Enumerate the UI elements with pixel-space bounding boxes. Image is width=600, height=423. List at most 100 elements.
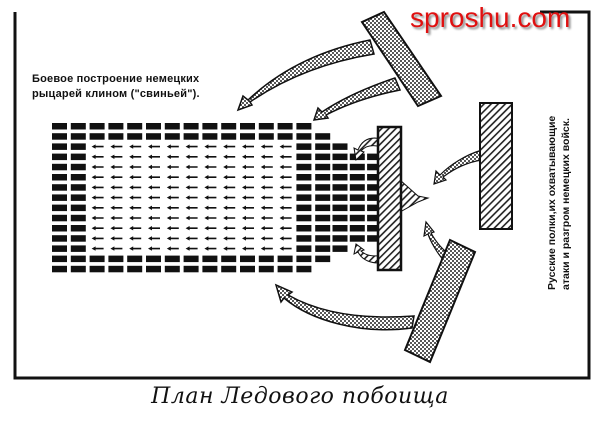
infantry-marker — [110, 205, 123, 210]
infantry-marker — [260, 215, 273, 221]
infantry-marker — [91, 144, 104, 149]
infantry-marker — [223, 215, 236, 221]
infantry-marker — [223, 185, 236, 190]
knight-block — [202, 255, 218, 263]
knight-block — [349, 184, 365, 191]
knight-block — [89, 255, 105, 263]
infantry-marker — [91, 246, 104, 251]
knight-block — [52, 245, 67, 252]
infantry-marker — [242, 185, 254, 190]
infantry-marker — [91, 236, 104, 241]
infantry-marker — [185, 215, 198, 221]
infantry-marker — [148, 236, 160, 241]
knight-block — [146, 265, 161, 273]
infantry-marker — [279, 236, 292, 241]
infantry-marker — [242, 215, 254, 221]
knight-block — [70, 143, 86, 150]
knight-block — [70, 174, 86, 181]
russian-arrow-top-1 — [236, 39, 375, 112]
infantry-marker — [185, 246, 198, 251]
knight-block — [183, 255, 199, 263]
knight-block — [70, 245, 86, 252]
infantry-marker — [223, 205, 236, 210]
knight-block — [164, 133, 180, 140]
knight-block — [296, 153, 312, 161]
german-formation-label: Боевое построение немецких рыцарей клино… — [32, 72, 200, 102]
infantry-marker — [110, 164, 123, 170]
knight-block — [367, 225, 383, 232]
knight-block — [52, 174, 67, 181]
knight-block — [296, 204, 312, 212]
knight-block — [52, 235, 67, 242]
infantry-marker — [204, 185, 217, 190]
infantry-marker — [223, 236, 236, 241]
infantry-marker — [166, 185, 179, 190]
russian-arrow-bottom-long — [274, 283, 415, 331]
knight-block — [315, 163, 331, 171]
knight-block — [315, 245, 331, 252]
knight-block — [164, 265, 180, 273]
knight-block — [240, 255, 255, 263]
infantry-marker — [148, 154, 160, 159]
infantry-marker — [279, 154, 292, 159]
knight-block — [70, 255, 86, 263]
infantry-marker — [148, 185, 160, 190]
knight-block — [367, 204, 383, 212]
knight-block — [52, 143, 67, 150]
knight-block — [258, 265, 274, 273]
knight-block — [127, 265, 143, 273]
infantry-marker — [166, 144, 179, 149]
knight-block — [332, 214, 348, 222]
knight-block — [108, 123, 124, 130]
infantry-marker — [148, 246, 160, 251]
infantry-marker — [129, 236, 142, 241]
infantry-marker — [260, 175, 273, 180]
knight-block — [332, 184, 348, 191]
infantry-marker — [91, 175, 104, 180]
infantry-marker — [91, 185, 104, 190]
knight-block — [70, 163, 86, 171]
knight-block — [296, 133, 312, 140]
infantry-marker — [204, 205, 217, 210]
infantry-marker — [129, 215, 142, 221]
infantry-marker — [279, 144, 292, 149]
knight-block — [332, 153, 348, 161]
infantry-marker — [185, 175, 198, 180]
knight-block — [146, 123, 161, 130]
knight-block — [332, 225, 348, 232]
knight-block — [183, 123, 199, 130]
infantry-marker — [185, 236, 198, 241]
infantry-marker — [91, 205, 104, 210]
infantry-marker — [166, 164, 179, 170]
infantry-marker — [279, 164, 292, 170]
knight-block — [240, 123, 255, 130]
knight-block — [296, 123, 312, 130]
knight-block — [296, 214, 312, 222]
infantry-marker — [242, 236, 254, 241]
infantry-marker — [91, 195, 104, 200]
knight-block — [70, 265, 86, 273]
infantry-marker — [185, 154, 198, 159]
infantry-marker — [129, 164, 142, 170]
infantry-marker — [279, 215, 292, 221]
infantry-marker — [148, 175, 160, 180]
page-title: План Ледового побоища — [151, 384, 449, 409]
infantry-marker — [166, 226, 179, 231]
infantry-marker — [242, 154, 254, 159]
infantry-marker — [91, 154, 104, 159]
knight-block — [349, 204, 365, 212]
infantry-marker — [260, 205, 273, 210]
infantry-marker — [110, 236, 123, 241]
infantry-marker — [204, 236, 217, 241]
knight-block — [296, 174, 312, 181]
infantry-marker — [279, 195, 292, 200]
knight-block — [52, 255, 67, 263]
knight-block — [349, 225, 365, 232]
infantry-marker — [279, 246, 292, 251]
knight-block — [52, 214, 67, 222]
infantry-marker — [204, 164, 217, 170]
knight-block — [332, 163, 348, 171]
knight-block — [52, 184, 67, 191]
infantry-marker — [110, 226, 123, 231]
infantry-marker — [166, 246, 179, 251]
